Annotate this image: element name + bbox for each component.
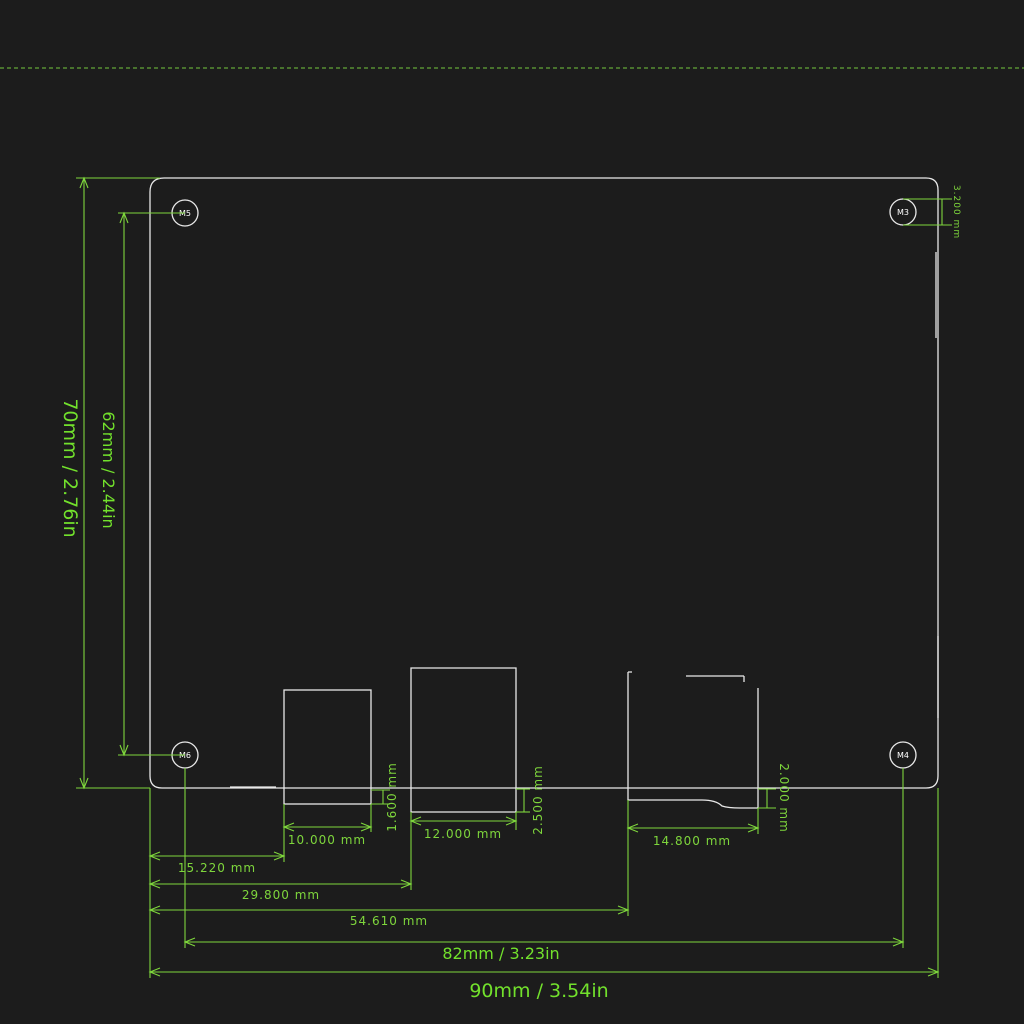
dim-board-width: 90mm / 3.54in: [148, 788, 940, 1002]
dim-port2-width: 12.000 mm: [409, 812, 518, 841]
port-3-outline: [627, 671, 759, 809]
dim-port2-width-label: 12.000 mm: [424, 827, 502, 841]
dim-port3-overhang-label: 2.000 mm: [777, 763, 791, 833]
dim-hole-spacing-height-label: 62mm / 2.44in: [99, 411, 118, 528]
port-1-outline: [283, 689, 372, 805]
hole-label-m3: M3: [897, 208, 909, 217]
port-2-outline: [410, 667, 517, 813]
dim-hole-offset-label: 3.200 mm: [951, 185, 961, 239]
dim-port1-width: 10.000 mm: [282, 804, 373, 847]
mount-hole-top-right: M3: [889, 198, 917, 226]
dim-port1-width-label: 10.000 mm: [288, 833, 366, 847]
dim-offset-1: 15.220 mm: [148, 788, 286, 978]
dim-port3-width: 14.800 mm: [626, 800, 760, 848]
dim-height-label: 70mm / 2.76in: [59, 398, 81, 537]
dim-port2-overhang-label: 2.500 mm: [531, 765, 545, 835]
dim-hole-spacing-height: 62mm / 2.44in: [99, 211, 185, 757]
dim-port3-overhang: 2.000 mm: [758, 763, 791, 833]
dim-hole-spacing-width: 82mm / 3.23in: [183, 768, 905, 963]
dim-offset-2: 29.800 mm: [148, 830, 413, 902]
dim-offset-1-label: 15.220 mm: [178, 861, 256, 875]
hole-label-m4: M4: [897, 751, 909, 760]
dim-hole-offset: 3.200 mm: [903, 185, 961, 239]
dim-port1-overhang-label: 1.600 mm: [385, 762, 399, 832]
board-outline: [149, 177, 939, 789]
dim-offset-3-label: 54.610 mm: [350, 914, 428, 928]
dim-offset-3: 54.610 mm: [148, 834, 630, 928]
dim-width-label: 90mm / 3.54in: [469, 980, 608, 1002]
dim-board-height: 70mm / 2.76in: [59, 176, 160, 790]
mount-hole-bottom-right: M4: [889, 741, 917, 769]
dim-port2-overhang: 2.500 mm: [516, 765, 545, 835]
dim-port1-overhang: 1.600 mm: [371, 762, 399, 832]
dim-offset-2-label: 29.800 mm: [242, 888, 320, 902]
dim-hole-spacing-width-label: 82mm / 3.23in: [442, 944, 559, 963]
dim-port3-width-label: 14.800 mm: [653, 834, 731, 848]
